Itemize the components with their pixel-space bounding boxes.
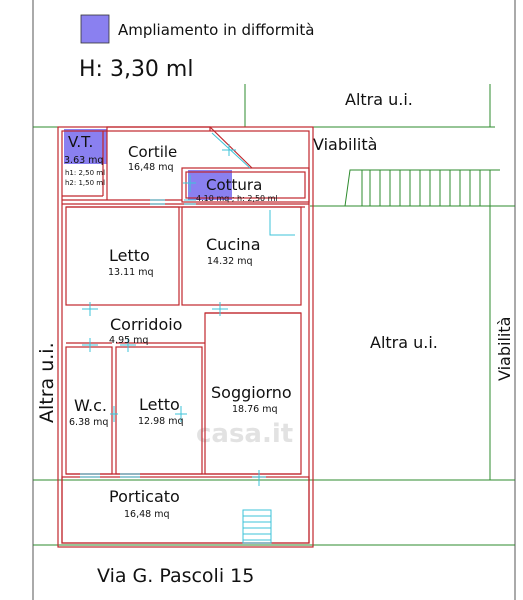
room-area: 12.98 mq (138, 416, 184, 427)
room-corridoio: Corridoio 4.95 mq (109, 315, 182, 346)
label-altra-left: Altra u.i. (36, 342, 58, 423)
extension-vt (64, 129, 107, 164)
extension-cottura (188, 170, 232, 200)
room-area: 4.95 mq (109, 335, 148, 346)
legend-swatch (80, 14, 110, 44)
walls (57, 126, 314, 548)
address-label: Via G. Pascoli 15 (97, 565, 254, 587)
room-name: Letto (109, 246, 150, 265)
label-viabilita-right: Viabilità (495, 317, 514, 381)
legend-label: Ampliamento in difformità (118, 21, 315, 39)
label-altra-top: Altra u.i. (345, 90, 413, 109)
room-area: 16,48 mq (124, 509, 170, 520)
room-porticato: Porticato 16,48 mq (109, 487, 180, 520)
room-area: 6.38 mq (69, 417, 108, 428)
room-wc: W.c. 6.38 mq (69, 396, 108, 428)
room-name: Corridoio (110, 315, 182, 334)
room-name: W.c. (74, 396, 107, 415)
room-name: Soggiorno (211, 383, 292, 402)
room-name: Cucina (206, 235, 261, 254)
room-name: V.T. (68, 133, 93, 151)
room-area: 13.11 mq (108, 267, 154, 278)
room-name: Letto (139, 395, 180, 414)
room-area: 16,48 mq (128, 162, 174, 173)
room-area: 4.10 mq ; h: 2,50 ml (196, 194, 278, 203)
room-area: 3.63 mq (64, 155, 103, 166)
site-lines (33, 84, 515, 546)
room-area: 14.32 mq (207, 256, 253, 267)
room-height-1: h1: 2,50 ml (65, 169, 105, 177)
room-soggiorno: Soggiorno 18.76 mq (211, 383, 292, 415)
height-label: H: 3,30 ml (79, 57, 193, 82)
room-letto-1: Letto 13.11 mq (108, 246, 154, 278)
doors (80, 132, 295, 544)
room-vt: V.T. 3.63 mq h1: 2,50 ml h2: 1,50 ml (64, 133, 105, 187)
room-cortile: Cortile 16,48 mq (128, 143, 177, 173)
label-altra-right: Altra u.i. (370, 333, 438, 352)
room-letto-2: Letto 12.98 mq (138, 395, 184, 427)
room-name: Porticato (109, 487, 180, 506)
watermark: casa.it (196, 419, 293, 449)
room-area: 18.76 mq (232, 404, 278, 415)
room-height-2: h2: 1,50 ml (65, 179, 105, 187)
room-cottura: Cottura 4.10 mq ; h: 2,50 ml (196, 176, 278, 203)
room-name: Cottura (206, 176, 262, 194)
label-viabilita-top: Viabilità (313, 135, 377, 154)
room-cucina: Cucina 14.32 mq (206, 235, 261, 267)
room-name: Cortile (128, 143, 177, 161)
